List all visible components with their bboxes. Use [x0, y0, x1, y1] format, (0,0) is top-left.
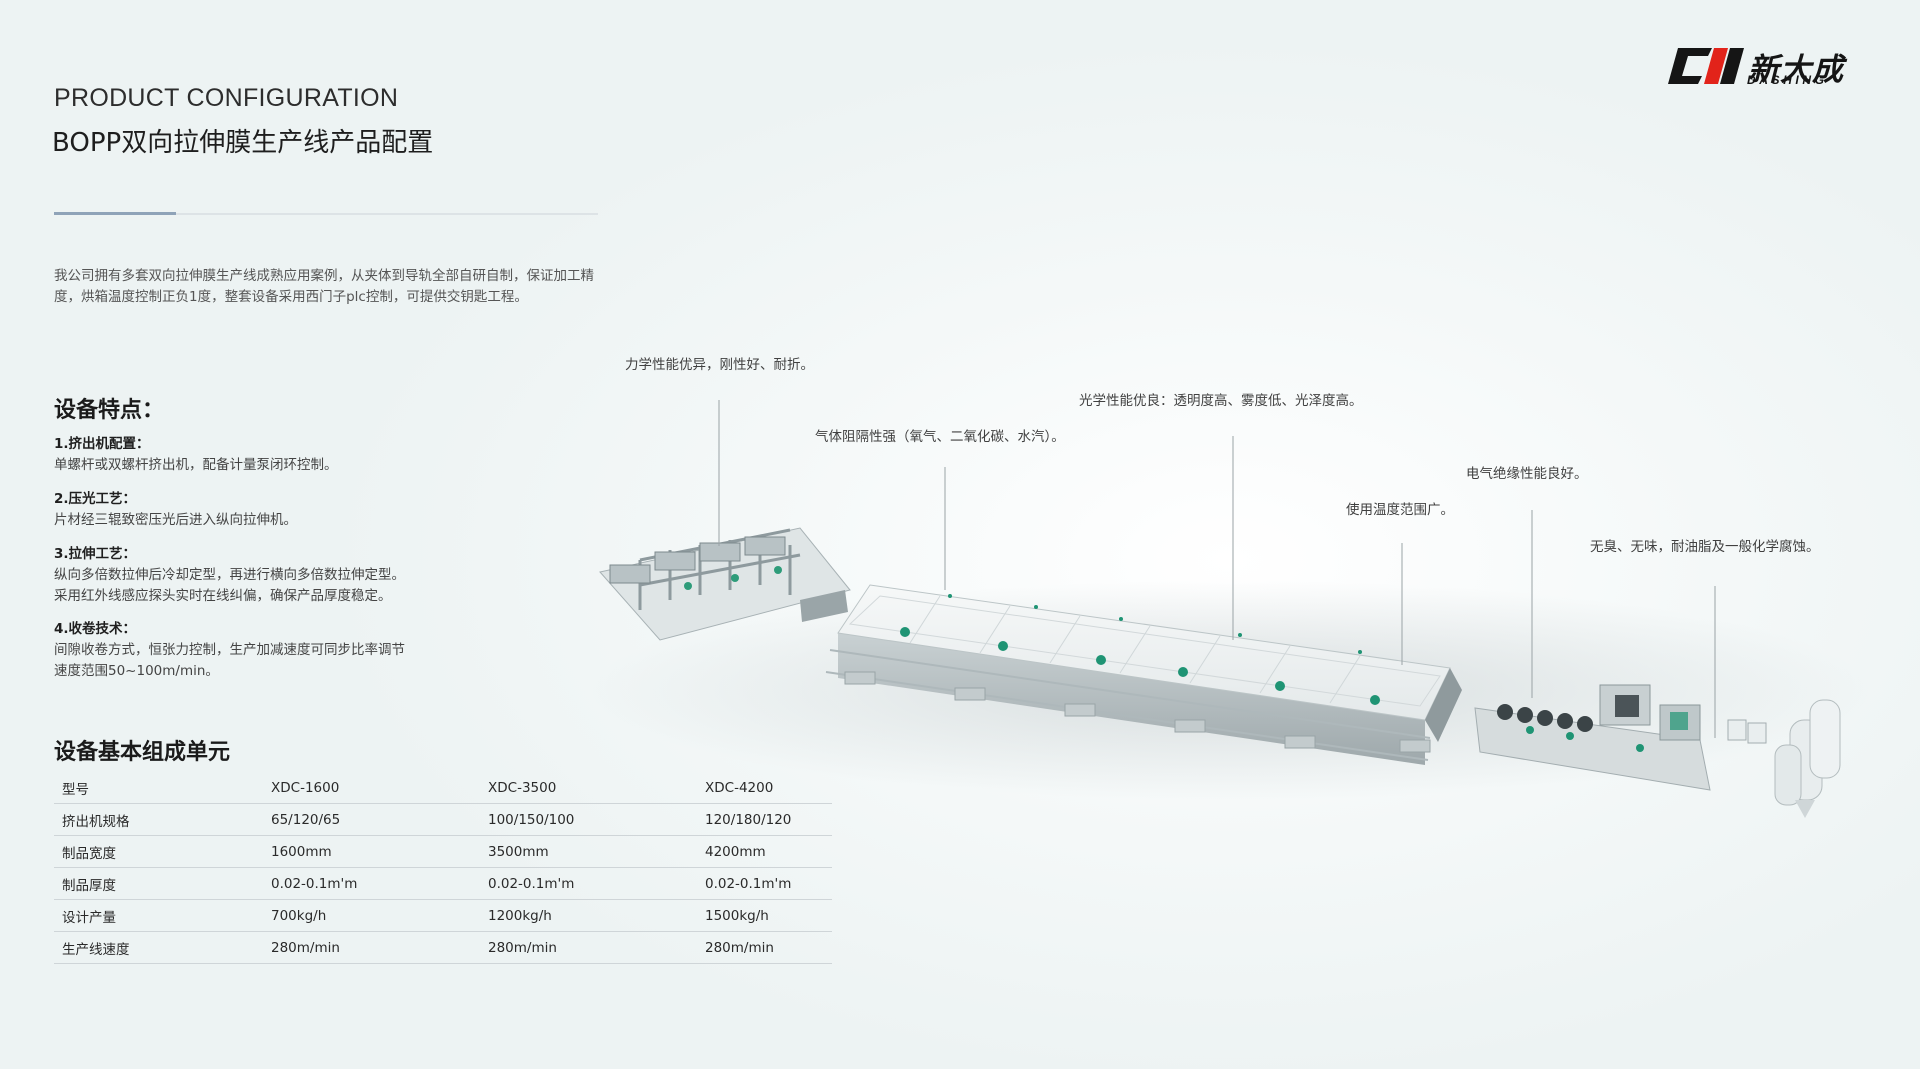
table-cell: 0.02-0.1m'm [263, 867, 480, 900]
table-cell: 挤出机规格 [54, 803, 263, 836]
table-row: 型号 XDC-1600 XDC-3500 XDC-4200 [54, 772, 832, 804]
table-cell: 4200mm [697, 835, 832, 868]
table-cell: 700kg/h [263, 899, 480, 932]
table-cell: 制品厚度 [54, 867, 263, 900]
feature-title: 2.压光工艺： [54, 491, 137, 507]
table-row: 生产线速度 280m/min 280m/min 280m/min [54, 931, 832, 964]
callout-chemical: 无臭、无味，耐油脂及一般化学腐蚀。 [1590, 539, 1820, 555]
table-cell: 280m/min [697, 931, 832, 964]
silo-tanks [1774, 699, 1841, 818]
table-cell: 型号 [54, 772, 263, 804]
feature-item-winding: 4.收卷技术： 间隙收卷方式，恒张力控制，生产加减速度可同步比率调节 速度范围5… [54, 619, 534, 682]
feature-title: 3.拉伸工艺： [54, 546, 137, 562]
page-title-en: PRODUCT CONFIGURATION [54, 84, 399, 112]
table-row: 挤出机规格 65/120/65 100/150/100 120/180/120 [54, 803, 832, 836]
table-cell: 制品宽度 [54, 835, 263, 868]
feature-line: 间隙收卷方式，恒张力控制，生产加减速度可同步比率调节 [54, 642, 405, 658]
callout-leaders [718, 400, 1716, 738]
feature-title: 1.挤出机配置： [54, 436, 150, 452]
table-cell: 100/150/100 [480, 803, 697, 836]
table-cell: 120/180/120 [697, 803, 832, 836]
extruder-section [599, 527, 851, 641]
logo-text-cn: 新大成 [1748, 52, 1844, 88]
callout-temperature: 使用温度范围广。 [1346, 502, 1454, 518]
table-cell: XDC-1600 [263, 772, 480, 804]
table-cell: 0.02-0.1m'm [697, 867, 832, 900]
winder-section [1474, 684, 1767, 791]
feature-line: 片材经三辊致密压光后进入纵向拉伸机。 [54, 512, 297, 528]
table-cell: 280m/min [263, 931, 480, 964]
table-row: 制品厚度 0.02-0.1m'm 0.02-0.1m'm 0.02-0.1m'm [54, 867, 832, 900]
feature-line: 采用红外线感应探头实时在线纠偏，确保产品厚度稳定。 [54, 588, 392, 604]
feature-line: 速度范围50~100m/min。 [54, 663, 219, 679]
table-cell: XDC-4200 [697, 772, 832, 804]
feature-line: 单螺杆或双螺杆挤出机，配备计量泵闭环控制。 [54, 457, 338, 473]
table-cell: 65/120/65 [263, 803, 480, 836]
callout-optical: 光学性能优良：透明度高、雾度低、光泽度高。 [1079, 393, 1363, 409]
feature-line: 纵向多倍数拉伸后冷却定型，再进行横向多倍数拉伸定型。 [54, 567, 405, 583]
intro-paragraph: 我公司拥有多套双向拉伸膜生产线成熟应用案例，从夹体到导轨全部自研自制，保证加工精… [54, 268, 594, 305]
table-cell: 1500kg/h [697, 899, 832, 932]
table-cell: 0.02-0.1m'm [480, 867, 697, 900]
table-cell: 生产线速度 [54, 931, 263, 964]
logo-text-en: DASHING [1747, 73, 1828, 87]
stretching-oven [825, 584, 1462, 765]
callout-mechanical: 力学性能优异，刚性好、耐折。 [625, 357, 814, 373]
feature-item-stretching: 3.拉伸工艺： 纵向多倍数拉伸后冷却定型，再进行横向多倍数拉伸定型。 采用红外线… [54, 544, 534, 607]
table-cell: XDC-3500 [480, 772, 697, 804]
table-row: 设计产量 700kg/h 1200kg/h 1500kg/h [54, 899, 832, 932]
features-heading: 设备特点： [54, 398, 165, 423]
title-divider [54, 213, 598, 215]
feature-title: 4.收卷技术： [54, 621, 137, 637]
logo-mark-icon [1668, 48, 1744, 84]
table-cell: 3500mm [480, 835, 697, 868]
feature-item-calendering: 2.压光工艺： 片材经三辊致密压光后进入纵向拉伸机。 [54, 489, 534, 531]
title-divider-accent [54, 212, 176, 215]
table-cell: 设计产量 [54, 899, 263, 932]
table-heading: 设备基本组成单元 [54, 740, 231, 765]
feature-item-extruder: 1.挤出机配置： 单螺杆或双螺杆挤出机，配备计量泵闭环控制。 [54, 434, 534, 476]
spec-table: 型号 XDC-1600 XDC-3500 XDC-4200 挤出机规格 65/1… [54, 772, 832, 964]
table-cell: 1200kg/h [480, 899, 697, 932]
page-title-cn: BOPP双向拉伸膜生产线产品配置 [52, 128, 434, 158]
table-cell: 1600mm [263, 835, 480, 868]
callout-insulation: 电气绝缘性能良好。 [1466, 466, 1588, 482]
table-row: 制品宽度 1600mm 3500mm 4200mm [54, 835, 832, 868]
table-cell: 280m/min [480, 931, 697, 964]
callout-barrier: 气体阻隔性强（氧气、二氧化碳、水汽）。 [815, 429, 1065, 445]
brand-logo: 新大成 DASHING [1668, 46, 1868, 90]
